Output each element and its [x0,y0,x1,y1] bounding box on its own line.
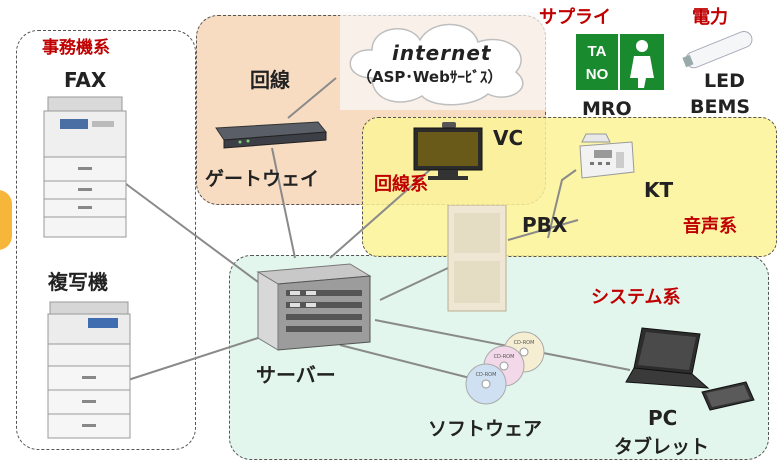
power-title: 電力 [692,7,728,28]
vc-label: VC [493,126,524,150]
side-tab [0,190,12,250]
kt-pbx-line [547,169,577,239]
tano-logo-icon: TA NO [576,34,664,90]
cd-label-2: CD-ROM [494,354,515,360]
server-pbx-line [379,267,449,301]
server-software-line [339,344,471,379]
pbx-label: PBX [522,213,568,237]
supply-title: サプライ [539,7,611,28]
software-label: ソフトウェア [428,418,543,440]
gateway-device-icon [215,121,327,149]
mro-label: MRO [582,98,632,120]
internet-subtitle: （ASP･Webｻｰﾋﾞｽ） [357,68,503,86]
led-tube-icon [682,31,753,69]
laptop-icon [625,327,710,389]
pc-label: PC [648,406,678,430]
tablet-icon [701,381,755,411]
svg-text:NO: NO [586,66,609,83]
line-label: 回線 [250,68,290,92]
copier-server-line [127,337,259,381]
internet-title: internet [392,41,492,65]
fax-label: FAX [64,68,107,92]
vc-server-line [329,167,433,259]
cd-label-3: CD-ROM [476,372,497,378]
copier-label: 複写機 [48,270,108,294]
tablet-label: タブレット [614,436,710,458]
fax-server-line [117,177,263,286]
pbx-cabinet-icon [447,205,507,312]
copier-icon [47,301,131,439]
led-label: LED [704,70,745,92]
phone-icon [579,133,635,179]
internet-cloud-icon [340,12,546,110]
server-label: サーバー [256,363,336,387]
voice-group-title: 音声系 [683,216,737,237]
gateway-server-line [271,147,296,259]
vc-monitor-icon [413,122,483,180]
kt-label: KT [644,178,674,202]
server-pc-line [374,319,631,371]
internet-gateway-line [287,77,337,119]
office-group-title: 事務機系 [42,38,110,58]
bems-label: BEMS [690,96,751,118]
cd-label-1: CD-ROM [514,340,535,346]
pbx-system-line [507,219,579,241]
system-group-title: システム系 [591,287,681,308]
gateway-label: ゲートウェイ [205,168,320,190]
svg-text:TA: TA [588,43,607,60]
fax-machine-icon [43,96,127,238]
cd-rom-icon: CD-ROM CD-ROM CD-ROM [465,331,545,405]
server-icon [256,263,372,351]
line-group-title: 回線系 [374,174,428,195]
